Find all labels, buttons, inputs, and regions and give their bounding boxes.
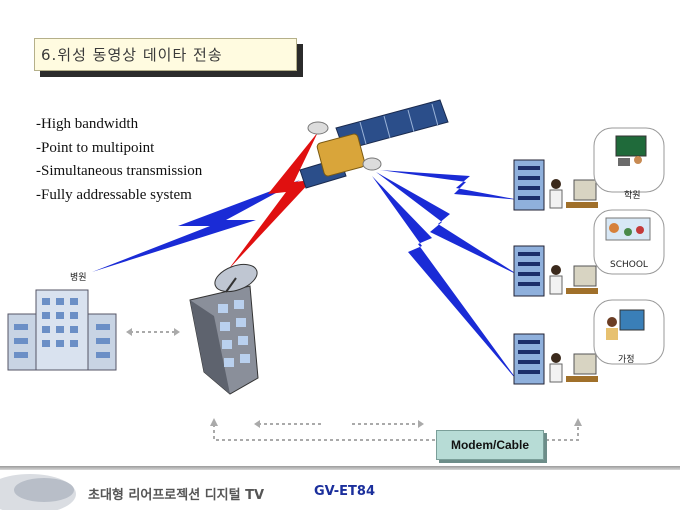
school-label: SCHOOL	[610, 260, 648, 270]
home-bubble	[593, 299, 665, 365]
footer-graphic	[0, 474, 76, 510]
academy-bubble	[593, 127, 665, 193]
school-office-icon	[513, 245, 598, 297]
footer-divider	[0, 466, 680, 470]
school-bubble	[593, 209, 665, 275]
broadcast-building-icon	[189, 263, 259, 395]
hospital-label: 병원	[70, 273, 87, 283]
academy-label: 학원	[624, 191, 641, 201]
page-title: 6.위성 동영상 데이타 전송	[34, 38, 297, 71]
downlink-home-bolt	[372, 176, 520, 384]
modem-cable-box: Modem/Cable	[436, 430, 544, 460]
footer-model-number: GV-ET84	[314, 484, 376, 499]
home-label: 가정	[618, 355, 635, 365]
hospital-building-icon	[7, 289, 117, 371]
uplink-bolt	[228, 132, 318, 270]
hospital-broadcast-arrow	[126, 328, 180, 336]
feature-item: -Fully addressable system	[36, 186, 192, 203]
downlink-school-bolt	[376, 172, 520, 276]
feature-list: -High bandwidth -Point to multipoint -Si…	[36, 113, 202, 207]
home-office-icon	[513, 333, 598, 385]
downlink-academy-bolt	[380, 170, 520, 200]
satellite-icon	[299, 99, 449, 189]
feature-item: -Point to multipoint	[36, 139, 155, 156]
feature-item: -Simultaneous transmission	[36, 163, 203, 179]
academy-office-icon	[513, 159, 598, 211]
footer-product-name: 초대형 리어프로젝션 디지털 TV	[88, 488, 265, 503]
return-path-arrows	[210, 418, 582, 441]
feature-item: -High bandwidth	[36, 116, 139, 132]
hospital-link-bolt	[92, 180, 300, 272]
